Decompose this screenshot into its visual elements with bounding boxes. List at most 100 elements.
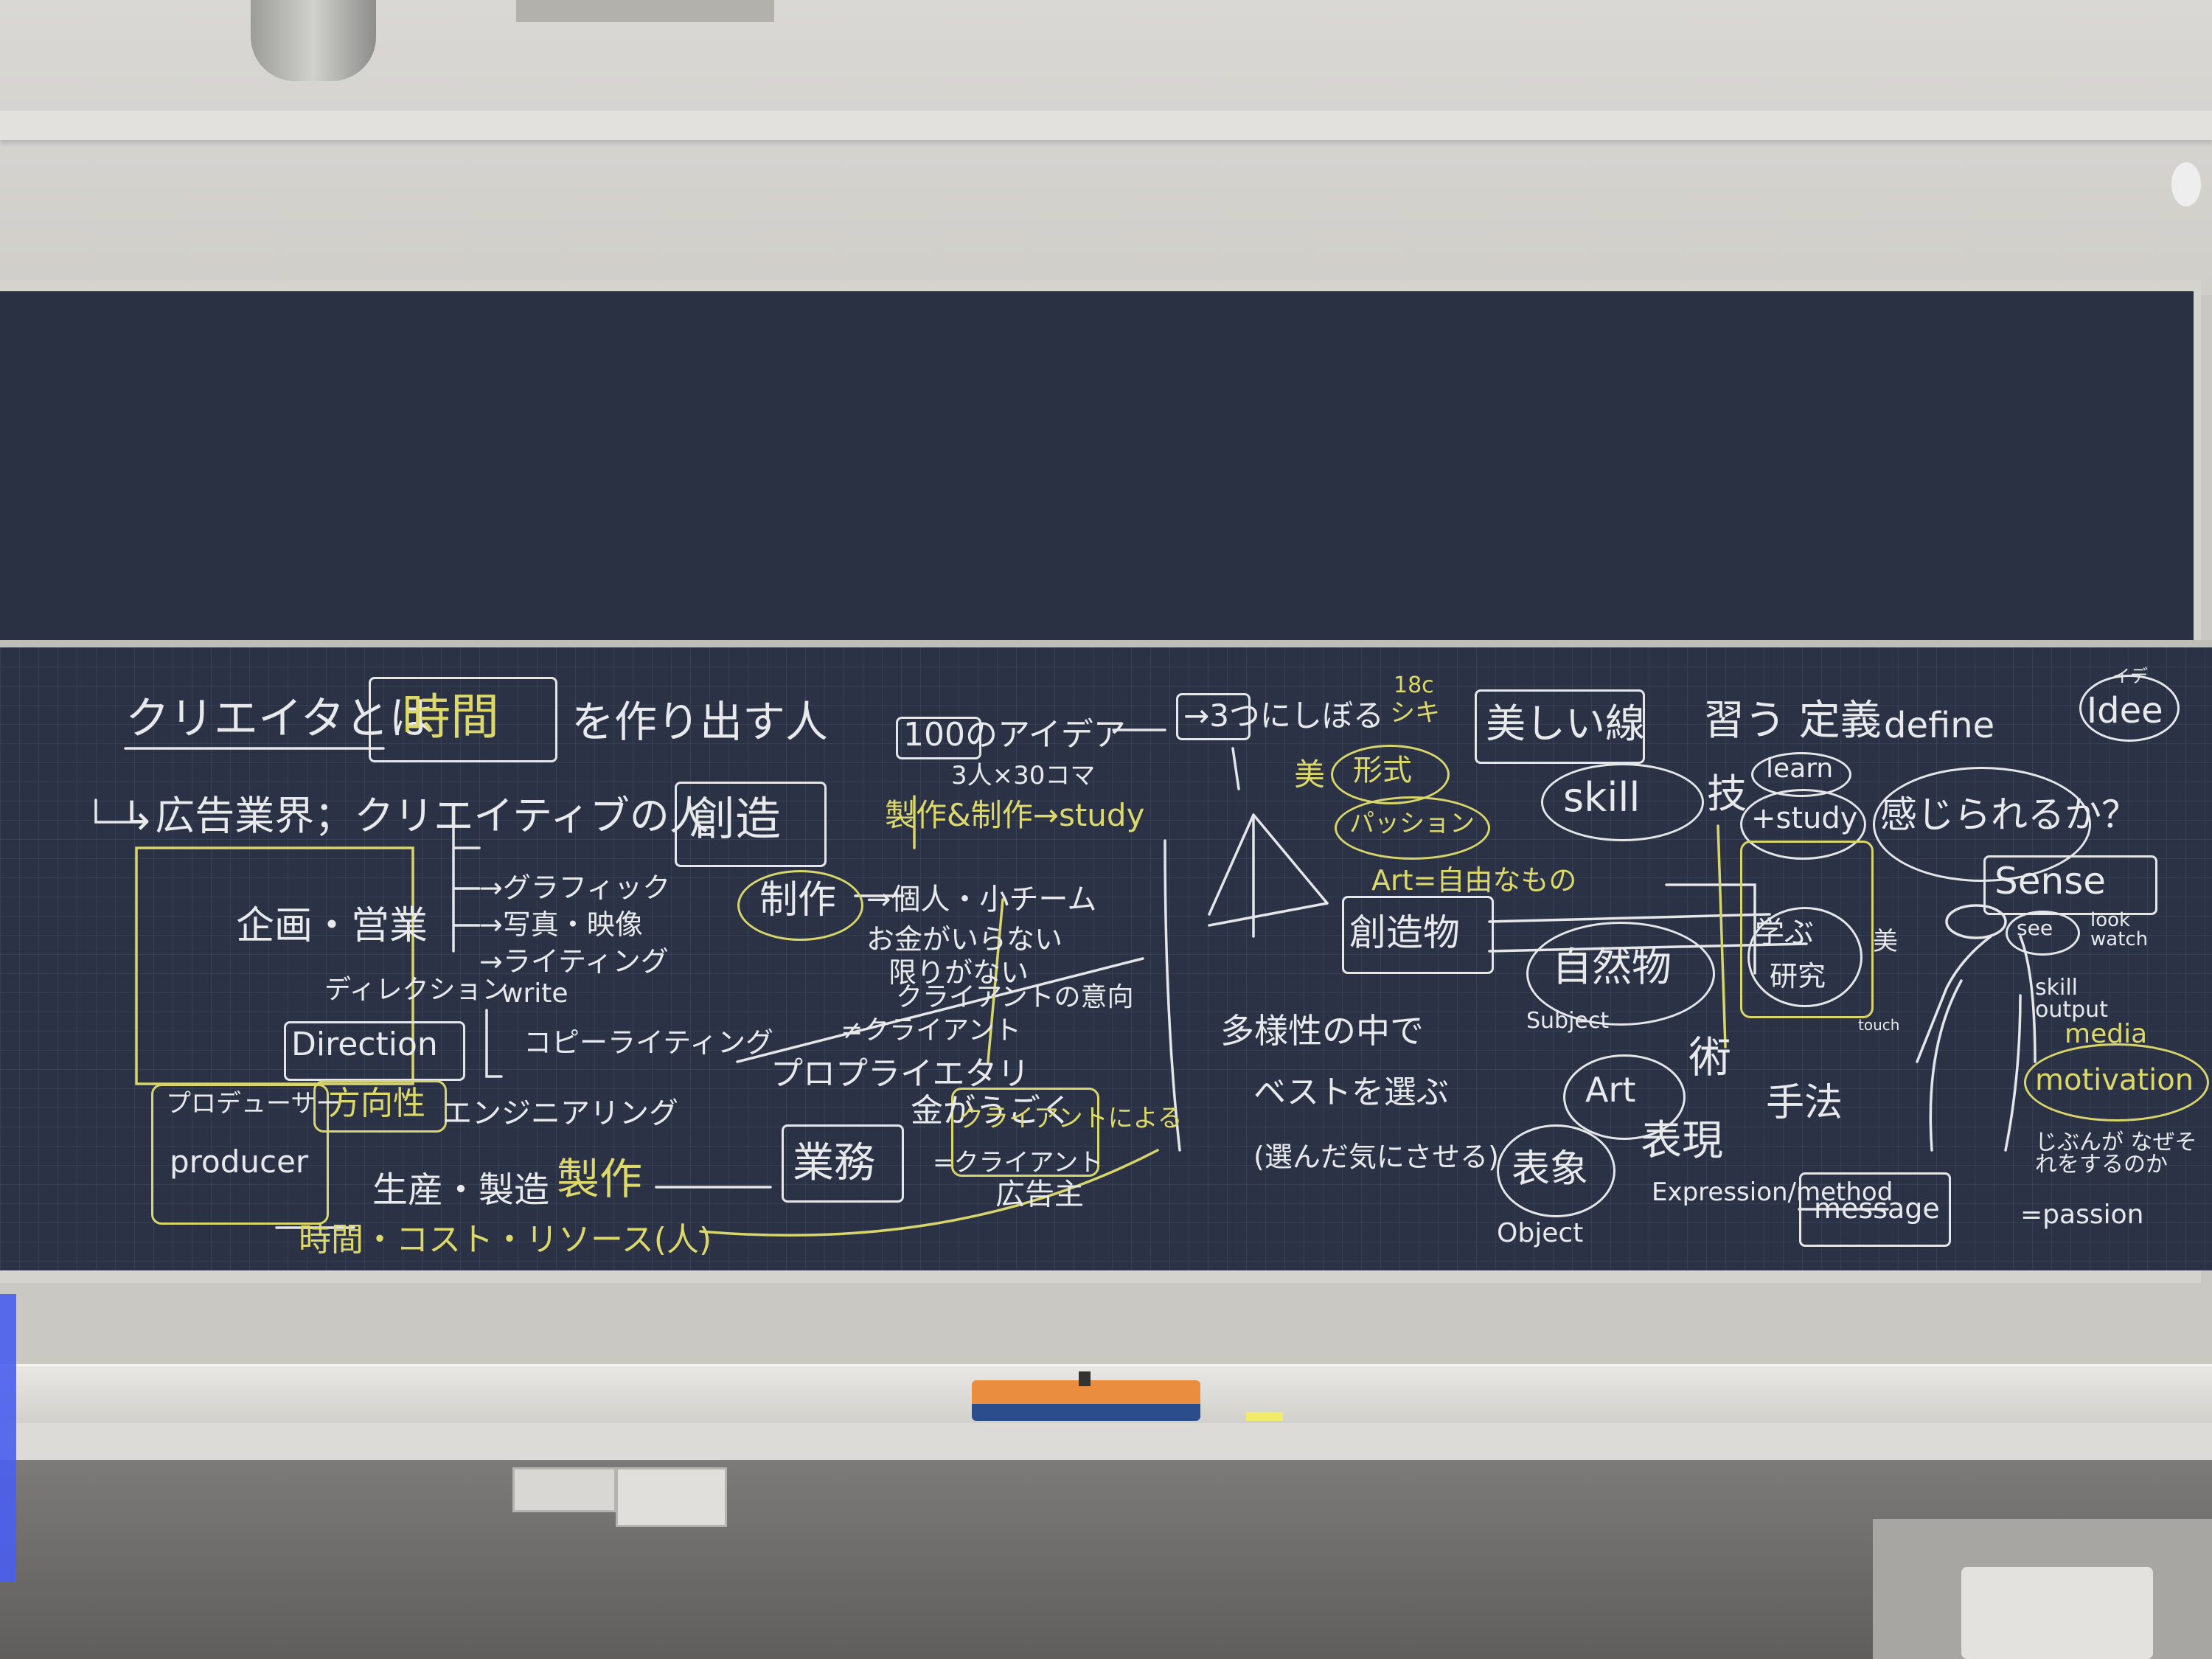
wall-bin xyxy=(512,1467,616,1512)
client-box xyxy=(951,1088,1099,1177)
creation-obj-box xyxy=(1342,896,1494,974)
art-label: Art xyxy=(1585,1070,1636,1110)
narrow-label: →3つにしぼる xyxy=(1183,698,1384,734)
houkousei-label: 方向性 xyxy=(328,1085,425,1122)
client-box-label: クライアントによる xyxy=(959,1104,1183,1133)
media-label: media xyxy=(2065,1019,2148,1049)
wall-bottom xyxy=(0,1460,2212,1659)
motivation-label: motivation xyxy=(2035,1063,2194,1097)
feel-label: 感じられるか？ xyxy=(1880,793,2138,836)
art-free-label: Art=自由なもの xyxy=(1371,864,1577,897)
seisaku-label: 制作 xyxy=(759,878,837,922)
passion-label: パッション xyxy=(1349,809,1475,838)
seisaku-oval xyxy=(737,870,863,941)
expression-en: Expression/method xyxy=(1652,1178,1893,1207)
nature-label: 自然物 xyxy=(1552,944,1672,990)
ceiling-duct xyxy=(251,0,376,81)
feel-oval xyxy=(1873,767,2091,882)
touch-label: touch xyxy=(1858,1016,1900,1034)
message-label: message xyxy=(1814,1192,1940,1225)
ideas-box xyxy=(896,717,981,759)
business-box xyxy=(782,1124,904,1203)
eraser-grip xyxy=(1079,1371,1091,1386)
idee-oval xyxy=(2079,675,2180,742)
title-boxed: 時間 xyxy=(402,689,499,745)
ideas-label: 100のアイデア xyxy=(903,716,1126,754)
resources-label: 時間・コスト・リソース(人) xyxy=(299,1221,712,1259)
blackboard-eraser xyxy=(972,1380,1200,1421)
money-moves: 金がうごく xyxy=(911,1092,1073,1130)
study-label: +study xyxy=(1751,801,1858,835)
title-lead: クリエイタとは xyxy=(125,693,434,745)
kenkyu-label: 研究 xyxy=(1770,960,1826,992)
bi-label: 美 xyxy=(1294,757,1326,793)
method-jp-label: 手法 xyxy=(1766,1081,1843,1125)
business-label: 業務 xyxy=(793,1139,875,1187)
best-label: ベストを選ぶ xyxy=(1253,1074,1449,1111)
producer-box xyxy=(151,1084,329,1225)
chosen-label: (選んだ気にさせる) xyxy=(1253,1141,1499,1173)
manabu-oval xyxy=(1747,907,1863,1007)
production-label: 生産・製造 xyxy=(372,1169,550,1211)
see-oval xyxy=(2006,911,2080,956)
time-box xyxy=(369,677,557,762)
blackboard-upper-panel xyxy=(0,291,2194,641)
message-box xyxy=(1799,1172,1951,1247)
client-intent: クライアントの意向 xyxy=(896,982,1134,1012)
solo-label: →個人・小チーム xyxy=(866,883,1097,917)
study-group-box xyxy=(1740,841,1874,1018)
skill-oval xyxy=(1541,763,1704,841)
light-strip xyxy=(0,1294,16,1582)
client-mark: ≠クライアント xyxy=(841,1015,1021,1046)
graphic-label: →グラフィック xyxy=(479,872,671,904)
motivation-oval xyxy=(2024,1043,2209,1121)
houkousei-box xyxy=(313,1080,447,1133)
ceiling-beam xyxy=(0,111,2212,140)
no-limit-label: 限りがない xyxy=(888,956,1029,989)
manabu-label: 学ぶ xyxy=(1755,916,1814,950)
expression-label: 表現 xyxy=(1641,1117,1723,1165)
direction-jp: ディレクション xyxy=(324,975,509,1005)
form-label: 形式 xyxy=(1353,754,1412,787)
learn-label: learn xyxy=(1766,754,1834,784)
planning-label: 企画・営業 xyxy=(236,904,428,948)
waza-label: 技 xyxy=(1707,771,1747,817)
art-oval xyxy=(1563,1054,1686,1140)
seisaku-study: 製作&制作→study xyxy=(885,797,1145,833)
copywriting-label: コピーライティング xyxy=(524,1026,773,1059)
bi2-label: 美 xyxy=(1873,927,1898,956)
engineering-label: エンジニアリング xyxy=(442,1096,678,1130)
symbol-oval xyxy=(1497,1124,1615,1217)
seisaku-yellow: 製作 xyxy=(557,1154,643,1204)
producer-en: producer xyxy=(170,1144,309,1180)
producer-jp: プロデューサー xyxy=(166,1089,341,1119)
era-label: 18c xyxy=(1394,672,1434,698)
beautiful-line-box xyxy=(1475,689,1645,764)
learn-def-label: 習う 定義 xyxy=(1703,697,1882,745)
writing-label: →ライティング xyxy=(479,945,669,978)
sense-box xyxy=(1983,855,2157,915)
skill-output-label: skill output xyxy=(2035,975,2108,1023)
define-label: define xyxy=(1884,705,1995,746)
symbol-label: 表象 xyxy=(1512,1147,1589,1192)
ad-industry: ↳広告業界；クリエイティブの人 xyxy=(122,793,709,839)
ad-master: 広告主 xyxy=(995,1178,1084,1211)
no-money-label: お金がいらない xyxy=(866,923,1063,956)
wall-bin xyxy=(616,1467,727,1527)
proprietary-label: プロプライエタリ xyxy=(771,1055,1030,1093)
jutsu-label: 術 xyxy=(1688,1032,1732,1082)
creation-label: 創造 xyxy=(689,792,782,846)
chalk-tray-lip xyxy=(0,1423,2212,1464)
beautiful-line-label: 美しい線 xyxy=(1486,700,1645,747)
direction-box xyxy=(284,1021,465,1081)
idee-label: Idee xyxy=(2087,690,2163,731)
blackboard-rail xyxy=(0,640,2212,649)
direction-label: Direction xyxy=(291,1026,438,1063)
ceiling-vent xyxy=(516,0,774,22)
creation-box xyxy=(675,782,827,867)
passion-oval xyxy=(1335,796,1490,860)
look-watch-label: look watch xyxy=(2090,909,2149,950)
idee-ruby: イデ xyxy=(2112,666,2148,686)
subject-label: Subject xyxy=(1526,1008,1610,1034)
